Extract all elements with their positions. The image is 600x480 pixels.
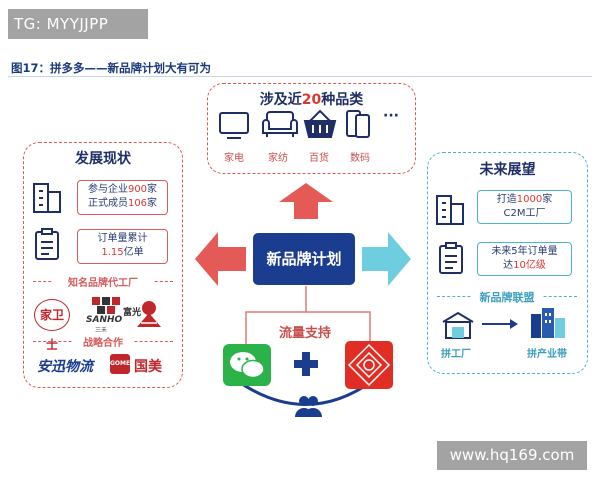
industrial-belt-icon (531, 308, 565, 338)
status-panel-title: 发展现状 (75, 151, 131, 167)
outlook-panel-title: 未来展望 (479, 162, 536, 178)
more-dots: ··· (383, 108, 399, 124)
brand-sanho-cn: 三禾 (95, 327, 108, 334)
users-icon (295, 396, 322, 417)
brand-sanho: SANHO (86, 315, 123, 325)
category-label: 百货 (309, 153, 329, 164)
title-divider (8, 76, 592, 77)
fuguang-logo (137, 301, 161, 327)
outlook-panel (427, 152, 588, 374)
pin-factory-label: 拼工厂 (441, 349, 471, 360)
clipboard-icon (35, 228, 59, 260)
arrow-up (279, 183, 333, 219)
strategic-partners-label: 战略合作 (73, 334, 133, 349)
brand-fuguang: 富光 (123, 305, 142, 318)
gome-logo: GOME (110, 354, 130, 374)
order-goal-box: 未来5年订单量 达10亿级 (477, 242, 572, 276)
pinduoduo-icon (345, 341, 393, 389)
pin-industry-belt-label: 拼产业带 (527, 349, 567, 360)
brand-gome: 国美 (134, 359, 162, 375)
wechat-icon (223, 344, 271, 386)
oem-brands-label: 知名品牌代工厂 (53, 274, 153, 289)
figure-title: 图17：拼多多——新品牌计划大有可为 (11, 61, 212, 75)
basket-icon (303, 109, 337, 138)
member-stats-box: 参与企业900家 正式成员106家 (77, 180, 168, 215)
phone-icon (346, 110, 370, 138)
brand-alliance-label: 新品牌联盟 (472, 289, 542, 305)
clipboard-icon (439, 242, 463, 274)
sanho-logo-mark (92, 297, 120, 314)
category-label: 家电 (224, 153, 244, 164)
category-label: 数码 (350, 153, 370, 164)
arrow-left (195, 232, 246, 286)
building-icon (436, 195, 464, 225)
category-icons (219, 109, 370, 139)
traffic-support-label: 流量支持 (276, 322, 335, 341)
tv-icon (219, 112, 249, 139)
factory-icon (442, 311, 474, 339)
status-panel (23, 142, 183, 388)
category-label: 家纺 (268, 153, 288, 164)
alliance-arrow (482, 319, 518, 329)
arrow-right (362, 232, 411, 286)
brand-anxun-logistics: 安迅物流 (37, 359, 93, 375)
watermark-top: TG: MYYJJPP (8, 9, 148, 39)
traffic-frame (245, 311, 371, 344)
watermark-bottom: www.hq169.com (437, 441, 587, 470)
building-icon (33, 183, 61, 213)
category-panel (207, 83, 416, 174)
plus-icon (294, 352, 318, 376)
new-brand-plan-box: 新品牌计划 (253, 233, 355, 285)
sofa-icon (262, 111, 298, 137)
factory-goal-box: 打造1000家 C2M工厂 (477, 190, 572, 224)
category-panel-title: 涉及近20种品类 (259, 92, 364, 108)
order-stats-box: 订单量累计 1.15亿单 (77, 229, 168, 264)
